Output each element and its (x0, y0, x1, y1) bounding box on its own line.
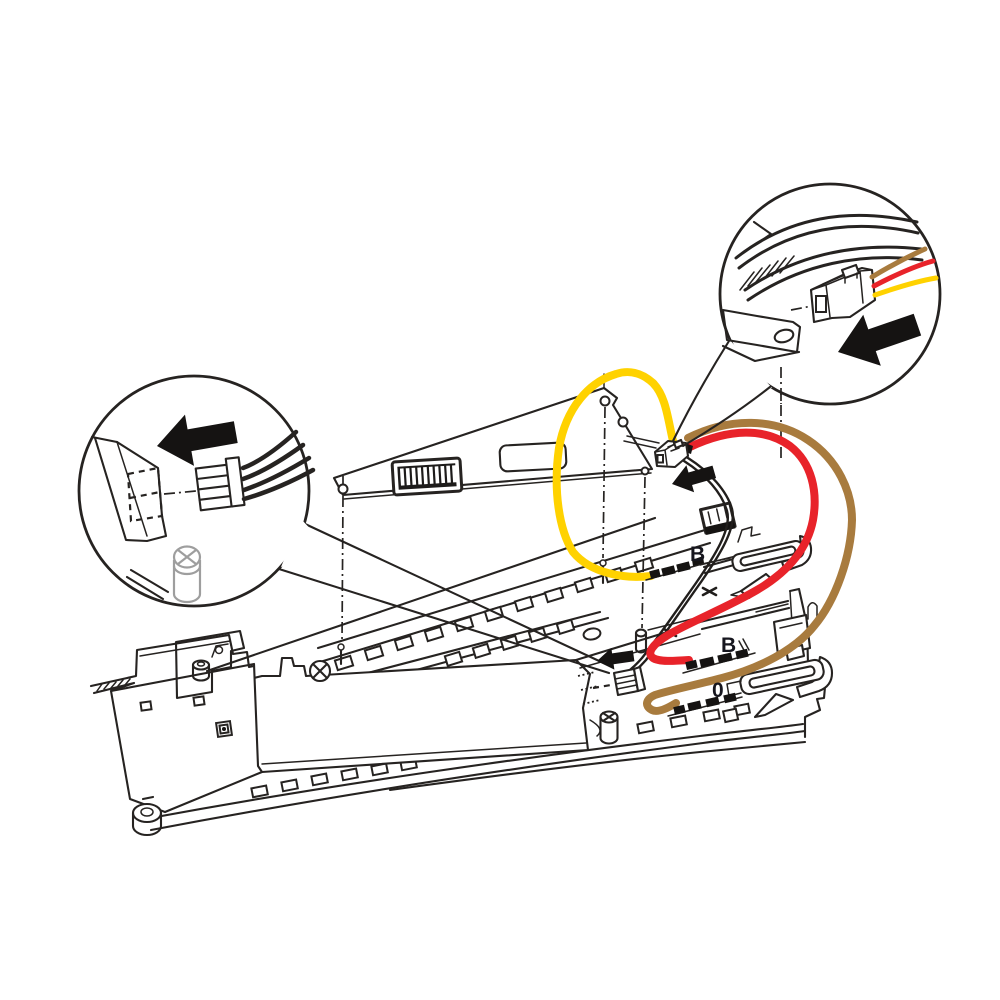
chassis-frame-edge (205, 516, 657, 673)
upper-runboard (316, 528, 712, 697)
terminal-label-zero: 0 (712, 679, 724, 702)
roof-hatching (739, 255, 795, 291)
coupler-lower (726, 655, 834, 719)
callout-plug-wires (240, 429, 316, 502)
screw-cylinder (172, 545, 202, 604)
front-platform (89, 629, 264, 837)
hatched-rail (89, 633, 256, 695)
right-callout-content (721, 213, 939, 404)
arrow-right-callout (838, 313, 922, 366)
board-connector (653, 438, 693, 469)
wire-yellow (552, 368, 677, 581)
magnified-connector (809, 263, 877, 324)
terminal-label-b-upper: B (690, 543, 705, 566)
lower-footboard (250, 702, 751, 799)
arrow-left-callout (157, 414, 238, 466)
callout-plug (194, 456, 246, 512)
left-callout (77, 374, 335, 608)
screw-cylinder-right (599, 710, 619, 745)
right-callout (671, 182, 942, 448)
left-callout-tail (277, 521, 614, 675)
right-callout-tail (671, 339, 772, 448)
wires (552, 368, 857, 715)
vent-holes-lower (250, 702, 751, 799)
pivot-foot (131, 795, 163, 837)
screw-pin-right (634, 628, 648, 654)
screw-cross-left (308, 659, 332, 683)
magnified-wires (869, 246, 939, 298)
terminal-row-b-upper (645, 556, 731, 581)
arrow-insert-connector (672, 465, 717, 493)
terminal-label-b-lower: B (721, 634, 736, 657)
decoder-cable-2 (628, 459, 730, 672)
wire-brown (643, 418, 857, 715)
wire-red (646, 428, 819, 665)
board-screw-holes (337, 395, 650, 495)
arrow-insert-plug (597, 647, 635, 670)
vent-holes-upper (333, 556, 655, 672)
terminal-row-b-lower (682, 648, 756, 674)
decoder-cable (632, 456, 735, 674)
dip-switch (390, 456, 464, 497)
platform-holes (139, 695, 234, 739)
chassis (89, 501, 834, 837)
cable-twist (662, 586, 718, 638)
board-label-plate (498, 441, 568, 473)
left-callout-content (90, 414, 316, 604)
terminal-row-zero (667, 692, 743, 717)
platform-inner-deck (174, 629, 246, 700)
weight-box (252, 656, 601, 774)
cable-stub (623, 435, 660, 449)
decoder-plug (592, 665, 647, 697)
pin-left (337, 643, 345, 666)
